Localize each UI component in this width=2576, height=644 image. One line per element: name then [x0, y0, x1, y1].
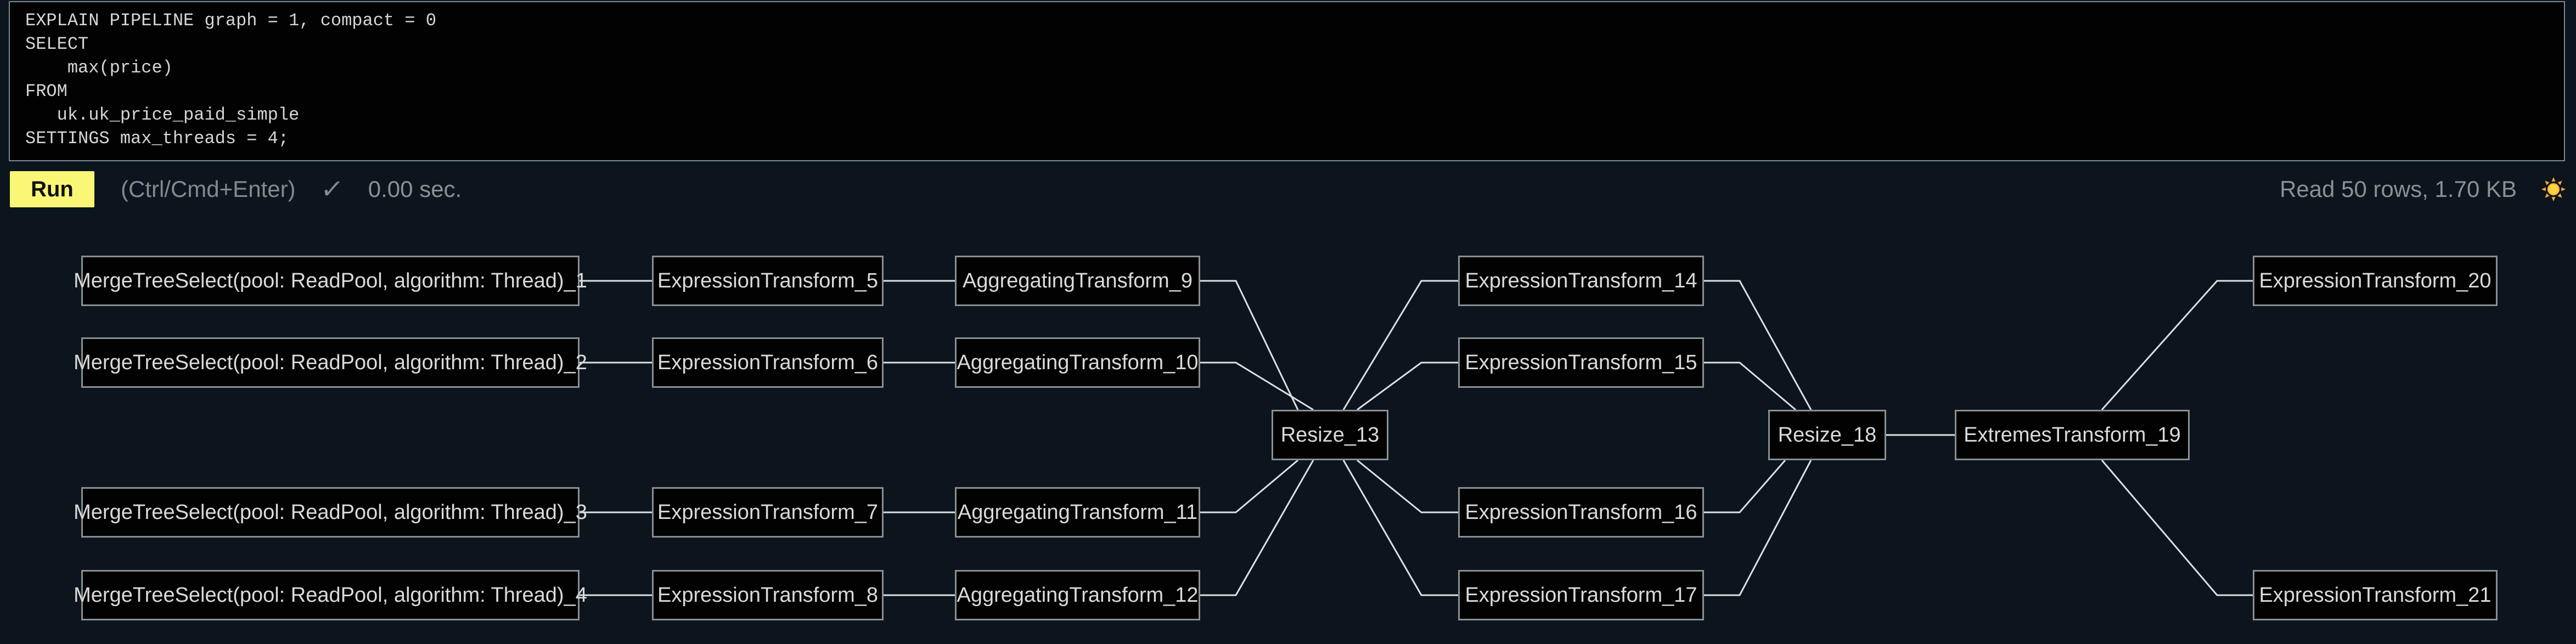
graph-node-mergetreeselect-1: MergeTreeSelect(pool: ReadPool, algorith… — [74, 256, 587, 306]
graph-node-mergetreeselect-3: MergeTreeSelect(pool: ReadPool, algorith… — [74, 487, 587, 538]
graph-node-expressiontransform-14: ExpressionTransform_14 — [1458, 256, 1704, 306]
graph-node-aggregatingtransform-12: AggregatingTransform_12 — [955, 570, 1200, 620]
query-read-stats: Read 50 rows, 1.70 KB — [2280, 176, 2517, 202]
edge — [1200, 459, 1298, 513]
graph-node-mergetreeselect-2: MergeTreeSelect(pool: ReadPool, algorith… — [74, 337, 587, 388]
sql-line: max(price) — [25, 58, 173, 78]
edge — [1200, 280, 1299, 410]
edge — [1704, 280, 1812, 410]
toolbar-right-group: Read 50 rows, 1.70 KB — [2280, 176, 2566, 202]
edge — [1342, 460, 1458, 596]
graph-node-aggregatingtransform-9: AggregatingTransform_9 — [955, 256, 1200, 306]
sql-line: SETTINGS max_threads = 4; — [25, 128, 289, 149]
edge — [1200, 361, 1314, 411]
graph-node-expressiontransform-15: ExpressionTransform_15 — [1458, 337, 1704, 388]
graph-node-expressiontransform-6: ExpressionTransform_6 — [652, 337, 884, 388]
graph-node-expressiontransform-16: ExpressionTransform_16 — [1458, 487, 1704, 538]
graph-node-aggregatingtransform-11: AggregatingTransform_11 — [955, 487, 1200, 538]
graph-node-expressiontransform-21: ExpressionTransform_21 — [2253, 570, 2498, 620]
graph-node-aggregatingtransform-10: AggregatingTransform_10 — [955, 337, 1200, 388]
graph-node-extremestransform-19: ExtremesTransform_19 — [1955, 410, 2190, 460]
graph-node-resize-13: Resize_13 — [1272, 410, 1388, 460]
sun-icon[interactable] — [2541, 177, 2566, 202]
graph-node-expressiontransform-7: ExpressionTransform_7 — [652, 487, 884, 538]
edge — [1357, 361, 1458, 411]
toolbar: Run (Ctrl/Cmd+Enter) ✓ 0.00 sec. Read 50… — [10, 171, 2566, 207]
sql-line: FROM — [25, 81, 68, 101]
sql-line: EXPLAIN PIPELINE graph = 1, compact = 0 — [25, 10, 436, 31]
graph-node-resize-18: Resize_18 — [1768, 410, 1886, 460]
edge — [1200, 460, 1314, 596]
edge — [2101, 460, 2253, 596]
graph-node-expressiontransform-8: ExpressionTransform_8 — [652, 570, 884, 620]
run-button[interactable]: Run — [10, 171, 94, 207]
edge — [2101, 280, 2253, 410]
sql-line: uk.uk_price_paid_simple — [25, 105, 300, 125]
graph-node-mergetreeselect-4: MergeTreeSelect(pool: ReadPool, algorith… — [74, 570, 587, 620]
edge — [1342, 280, 1458, 410]
edge — [1357, 459, 1458, 513]
graph-node-expressiontransform-17: ExpressionTransform_17 — [1458, 570, 1704, 620]
query-elapsed-time: 0.00 sec. — [368, 176, 462, 202]
run-shortcut-hint: (Ctrl/Cmd+Enter) — [121, 176, 296, 202]
graph-node-expressiontransform-5: ExpressionTransform_5 — [652, 256, 884, 306]
sql-editor[interactable]: EXPLAIN PIPELINE graph = 1, compact = 0 … — [9, 1, 2565, 161]
sql-line: SELECT — [25, 34, 89, 54]
edge — [1704, 460, 1786, 513]
edge — [1704, 361, 1796, 411]
edge — [1704, 460, 1812, 596]
graph-node-expressiontransform-20: ExpressionTransform_20 — [2253, 256, 2498, 306]
